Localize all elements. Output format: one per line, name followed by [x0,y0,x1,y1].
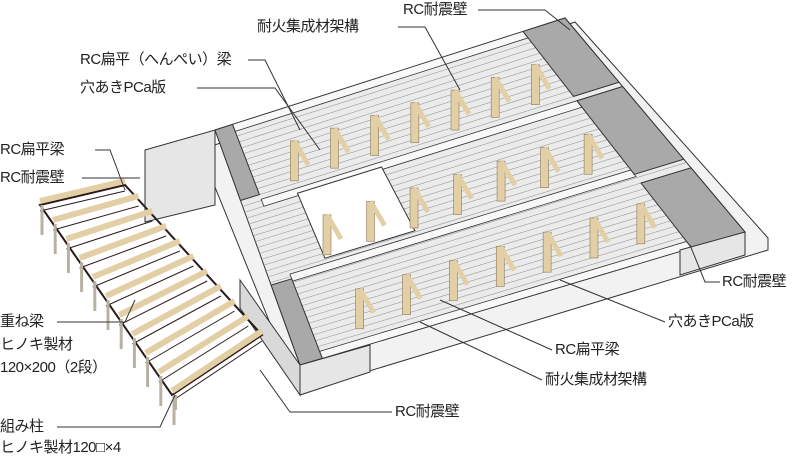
leader-line [439,299,553,351]
truss-chord [145,310,235,364]
stacked-timber-beam [130,283,223,337]
label-bottom-rc-wall: RC耐震壁 [395,403,460,420]
pca-slab-rib [295,221,737,354]
stacked-timber-beam [170,328,264,394]
timber-frame-brace [638,202,657,230]
timber-frame-brace [585,132,605,160]
leader-line [478,9,571,31]
truss-chord [39,190,126,212]
rc-shear-wall-face [144,129,216,223]
label-bottom-timber-frame: 耐火集成材架構 [545,371,647,388]
pca-slab-rib [291,210,728,342]
leader-line [57,394,176,428]
label-left-rc-wall: RC耐震壁 [0,169,65,186]
stacked-timber-beam [157,313,250,375]
truss-frame-outline [38,183,264,397]
timber-frame-brace [411,186,431,214]
timber-frame-brace [372,114,391,141]
stacked-timber-beam [144,298,237,356]
timber-truss-wing [38,178,264,425]
rc-shear-wall-face [679,231,746,276]
label-top-timber-frame: 耐火集成材架構 [257,18,359,35]
timber-frame-brace [455,173,474,200]
truss-chord [66,220,153,250]
timber-frame-brace [542,146,561,173]
label-rc-flat-beam: RC扁平（へんぺい）梁 [80,51,232,68]
label-top-rc-wall: RC耐震壁 [403,1,468,18]
pca-slab-rib [223,39,584,154]
leader-line [419,321,543,381]
pca-slab-rib [238,76,615,195]
stacked-timber-beam [91,238,181,280]
pca-slab-rib [225,44,588,160]
rc-shear-wall-top [214,123,261,202]
truss-chord [79,235,167,269]
pca-slab-rib [278,178,701,307]
stacked-timber-beam [117,268,209,318]
timber-frame-brace [498,245,517,272]
pca-slab-rib [293,215,732,348]
timber-frame-brace [544,230,564,258]
leader-line [689,244,720,283]
pca-slab-rib [276,172,696,301]
truss-chord [158,325,249,383]
timber-frame-brace [332,126,351,154]
leader-line [398,26,461,91]
label-stacked-beam-size: 120×200（2段） [0,359,107,376]
leader-line [259,369,392,413]
label-column-title: 組み柱 [0,418,44,435]
timber-frame-brace [404,273,423,300]
pca-slab-rib [272,162,687,289]
timber-frame-brace [498,159,518,187]
leader-line [95,149,126,191]
truss-chord [132,295,222,345]
stacked-timber-beam [65,208,154,242]
leader-line [197,87,321,151]
label-stacked-beam-material: ヒノキ製材 [0,336,73,353]
stacked-timber-beam [104,253,195,299]
timber-frame-brace [324,213,344,241]
stacked-timber-beam [52,193,140,223]
timber-frame-brace [591,216,611,244]
timber-frame-brace [533,63,552,90]
leader-line [559,279,666,323]
pca-slab-rib [274,167,692,295]
truss-chord [171,340,263,402]
truss-chord [118,280,208,326]
truss-chord [105,265,194,307]
truss-chord [53,205,139,231]
pca-slab-rib [221,33,579,148]
label-stacked-beam-title: 重ね梁 [0,313,44,330]
timber-frame-brace [357,287,376,315]
timber-frame-brace [368,200,387,227]
timber-frame-brace [412,101,432,129]
label-left-rc-flat-beam: RC扁平梁 [0,141,65,158]
label-right-rc-wall: RC耐震壁 [722,273,787,290]
rc-shear-wall-top [522,17,620,97]
stacked-timber-beam [78,223,168,261]
leader-line [57,299,136,323]
label-bottom-rc-flat-beam: RC扁平梁 [555,341,620,358]
label-right-pca-slab: 穴あきPCa版 [668,313,754,330]
truss-chord [92,250,180,288]
timber-frame-brace [452,88,472,116]
timber-frame-brace [493,76,512,103]
roof-pca-slab [144,17,746,397]
pca-slab-rib [280,183,705,313]
pca-slab-rib [240,81,620,201]
pca-slab-rib [268,151,678,278]
label-column-material: ヒノキ製材120□×4 [0,439,121,456]
label-top-pca-slab: 穴あきPCa版 [80,79,166,96]
timber-frame-brace [292,139,311,167]
stacked-timber-beam [39,178,126,204]
pca-slab-rib [219,28,575,143]
timber-frame-brace [451,259,470,286]
rc-shear-wall-top [576,85,685,175]
rc-shear-wall-face [299,344,371,396]
leader-lines [57,9,720,428]
